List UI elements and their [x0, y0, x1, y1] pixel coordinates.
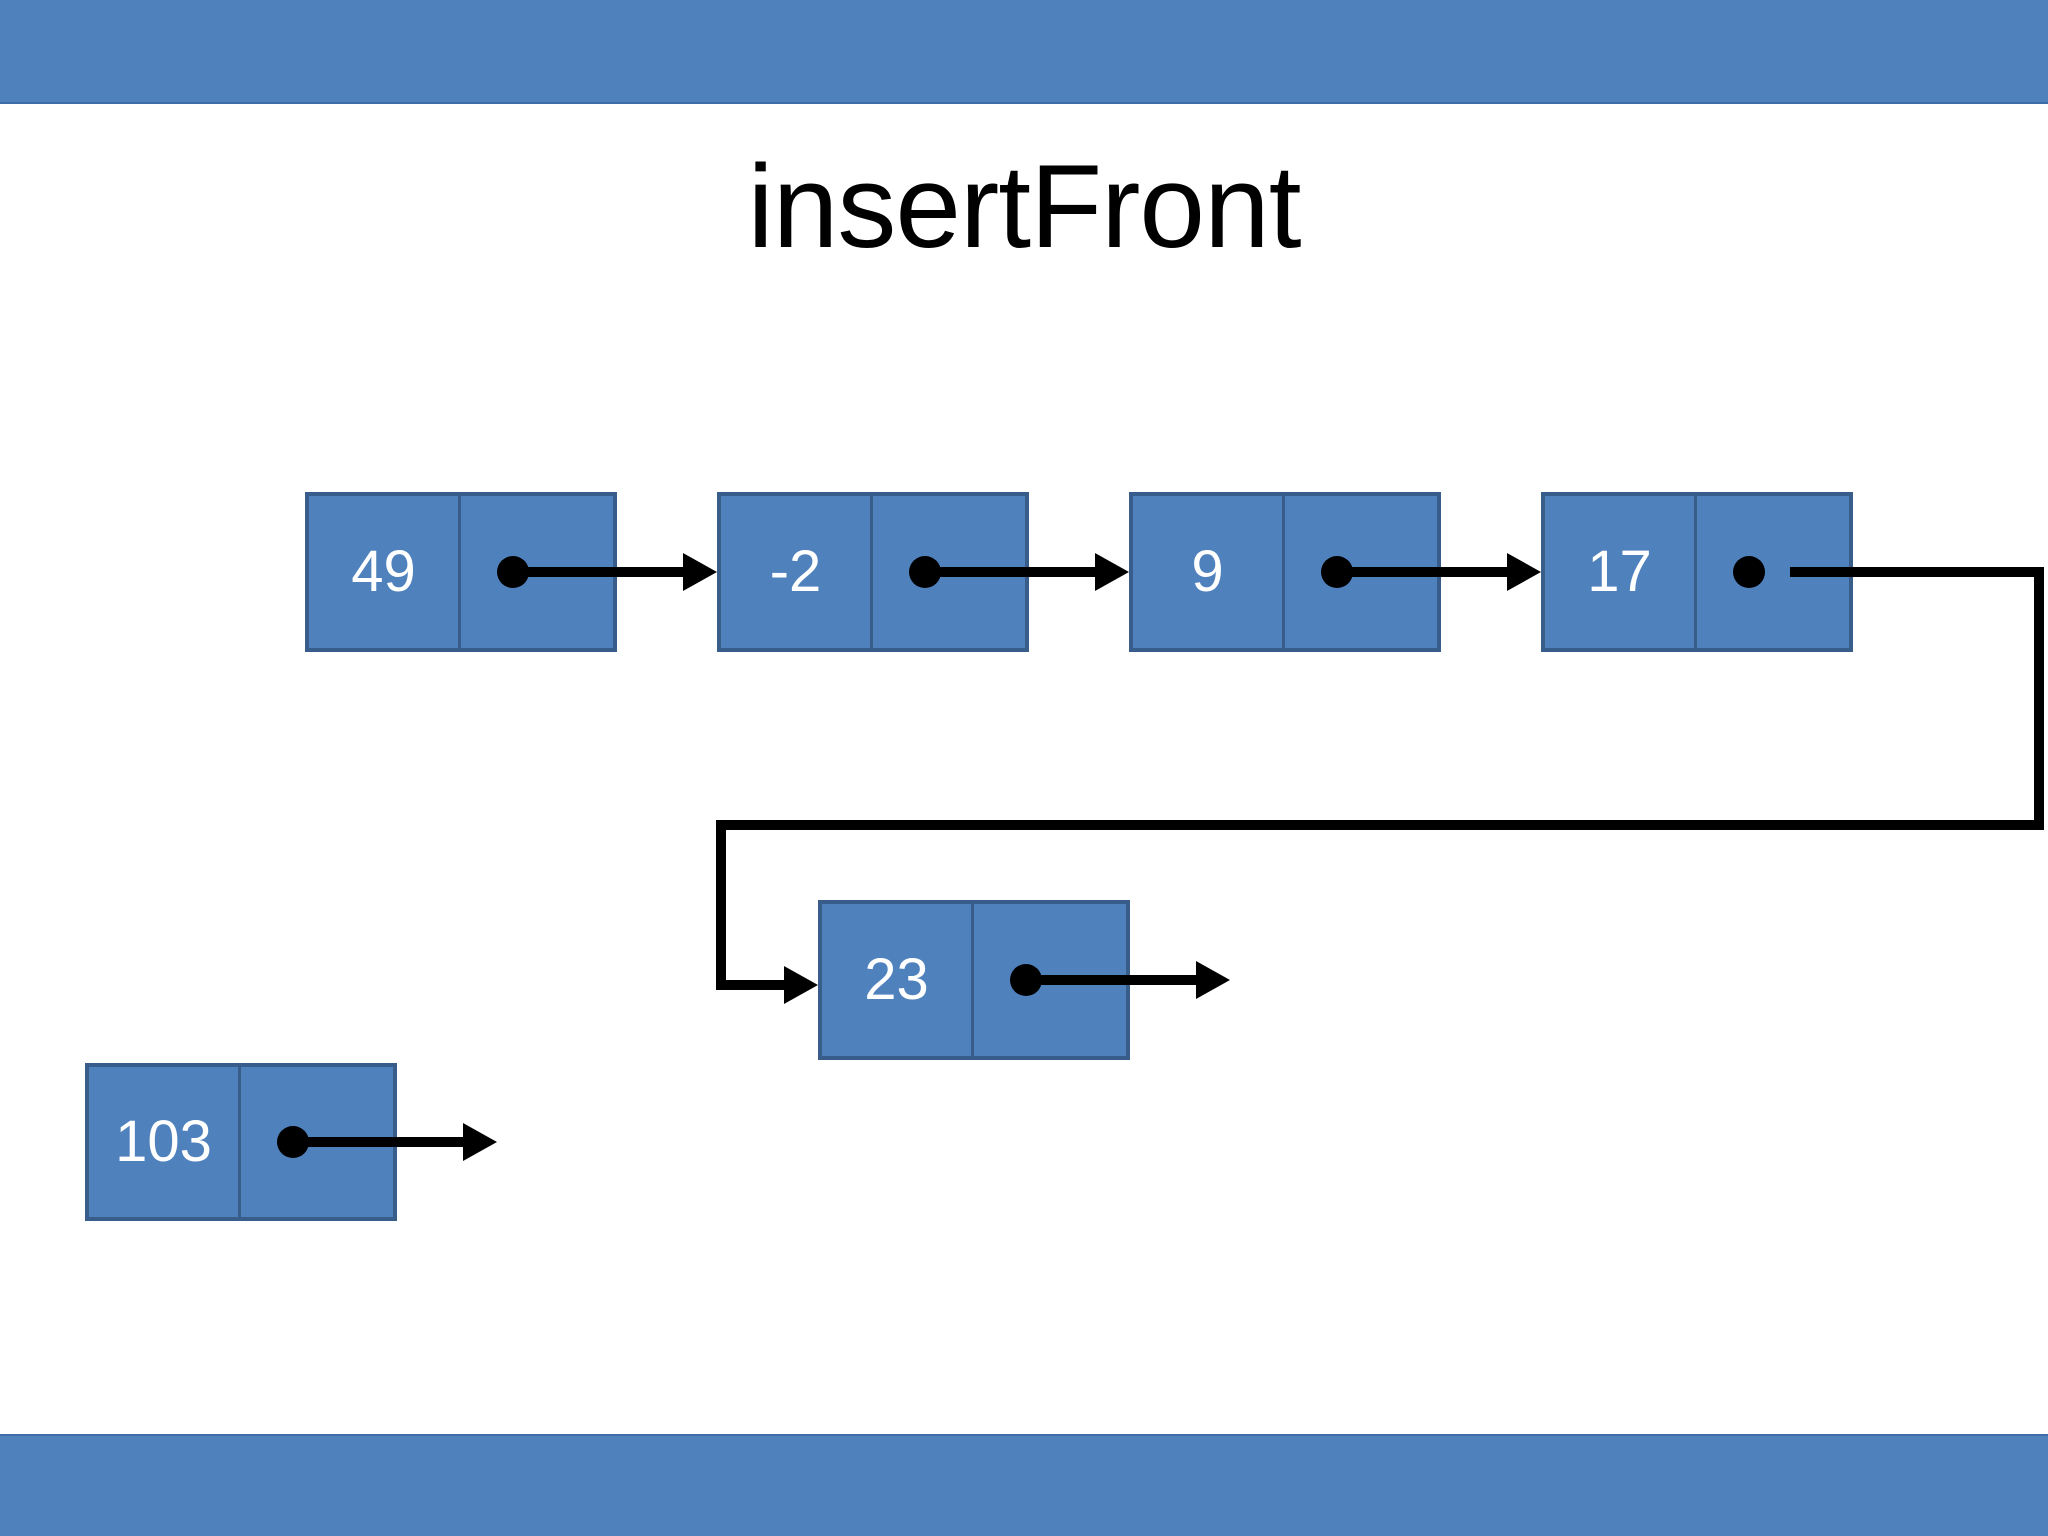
node-value-0: 49	[309, 496, 461, 648]
top-accent-band	[0, 0, 2048, 104]
arrowhead-icon	[463, 1123, 497, 1161]
elbow-segment-into-node	[716, 980, 788, 990]
elbow-segment-left	[716, 820, 2044, 830]
pointer-link-from-103	[305, 1137, 465, 1147]
node-value-1: -2	[721, 496, 873, 648]
bottom-accent-band	[0, 1434, 2048, 1536]
arrowhead-icon	[1196, 961, 1230, 999]
pointer-dot-icon	[1733, 556, 1765, 588]
elbow-segment-right	[1790, 567, 2044, 577]
node-next-cell-103	[241, 1067, 393, 1217]
pointer-dot-icon	[497, 556, 529, 588]
pointer-link-0-to-1	[525, 567, 685, 577]
detached-node-103[interactable]: 103	[85, 1063, 397, 1221]
arrowhead-icon	[1507, 553, 1541, 591]
pointer-link-2-to-3	[1349, 567, 1509, 577]
node-next-cell-2	[1285, 496, 1437, 648]
node-next-cell-0	[461, 496, 613, 648]
elbow-segment-down-right	[2034, 567, 2044, 830]
pointer-dot-icon	[1321, 556, 1353, 588]
pointer-dot-icon	[277, 1126, 309, 1158]
node-value-23: 23	[822, 904, 974, 1056]
arrowhead-icon	[1095, 553, 1129, 591]
arrowhead-icon	[683, 553, 717, 591]
page-title: insertFront	[747, 141, 1302, 273]
node-next-cell-23	[974, 904, 1126, 1056]
pointer-link-1-to-2	[937, 567, 1097, 577]
node-next-cell-1	[873, 496, 1025, 648]
pointer-dot-icon	[909, 556, 941, 588]
elbow-segment-down-left	[716, 820, 726, 990]
pointer-link-from-23	[1038, 975, 1198, 985]
node-value-3: 17	[1545, 496, 1697, 648]
node-value-103: 103	[89, 1067, 241, 1217]
arrowhead-icon	[784, 966, 818, 1004]
pointer-dot-icon	[1010, 964, 1042, 996]
node-next-cell-3	[1697, 496, 1849, 648]
node-value-2: 9	[1133, 496, 1285, 648]
